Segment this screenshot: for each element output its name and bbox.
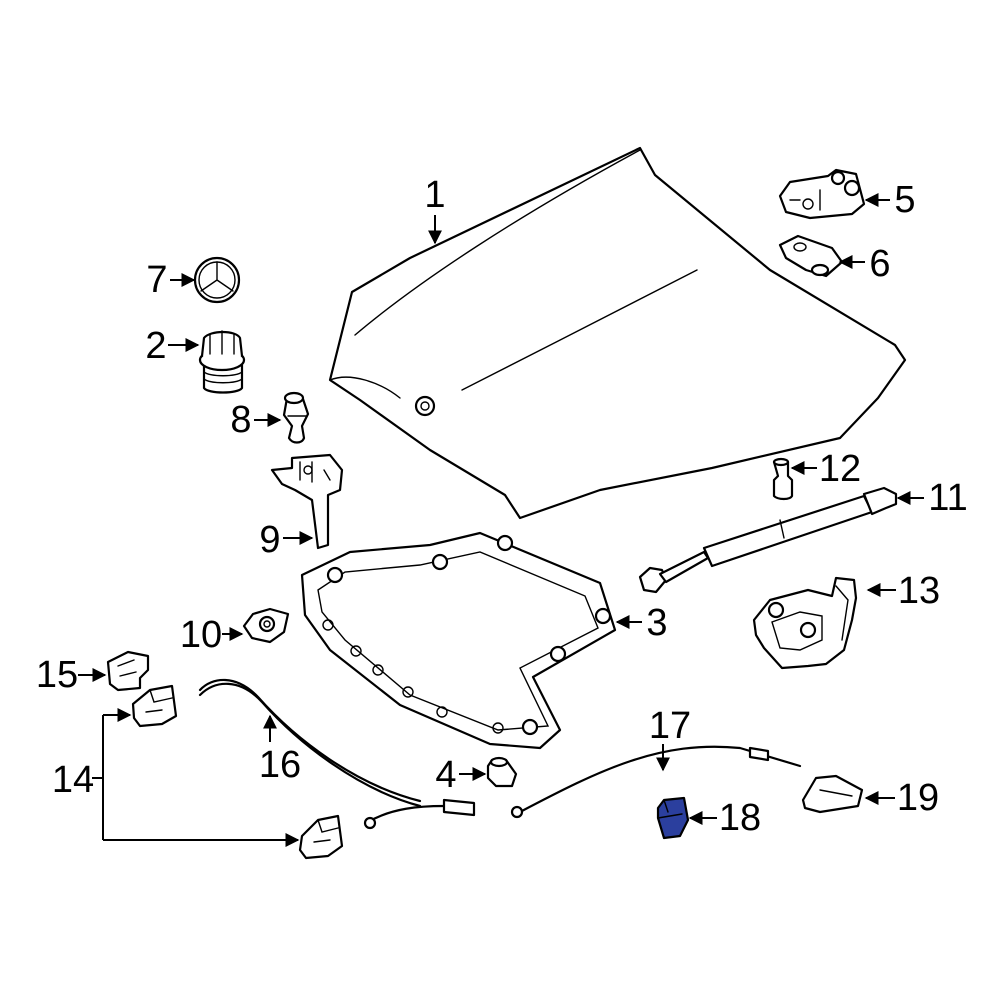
part-ball-stud[interactable]	[772, 457, 794, 501]
callout-15: 15	[36, 654, 107, 696]
part-18-highlighted[interactable]	[656, 796, 690, 840]
part-release-handle[interactable]	[106, 650, 150, 692]
callout-9: 9	[259, 519, 314, 561]
callout-16-label: 16	[259, 744, 301, 786]
callout-17: 17	[649, 705, 691, 772]
callout-17-label: 17	[649, 705, 691, 747]
part-hinge[interactable]	[270, 453, 344, 550]
callout-5-label: 5	[894, 179, 915, 221]
part-emblem[interactable]	[193, 256, 241, 304]
part-bump-stop[interactable]	[282, 391, 310, 444]
callout-12-label: 12	[819, 448, 861, 490]
callout-5: 5	[864, 179, 916, 221]
callout-12: 12	[790, 448, 861, 490]
callout-13: 13	[866, 570, 940, 612]
callout-11-label: 11	[928, 477, 967, 519]
part-striker-plate[interactable]	[778, 234, 844, 278]
callout-6-label: 6	[869, 243, 890, 285]
callout-7-label: 7	[146, 259, 167, 301]
callout-2-label: 2	[145, 325, 166, 367]
part-gas-strut[interactable]	[638, 486, 898, 594]
callout-10: 10	[180, 614, 244, 656]
callout-1: 1	[424, 174, 446, 245]
callout-2: 2	[145, 325, 200, 367]
callout-11: 11	[896, 477, 968, 519]
callout-19: 19	[864, 777, 939, 819]
part-release-cable-front[interactable]	[510, 745, 802, 819]
part-hood[interactable]	[328, 146, 907, 520]
part-release-handle-upper[interactable]	[131, 684, 178, 728]
callout-4: 4	[435, 754, 487, 796]
part-insulation-pad[interactable]	[300, 531, 617, 750]
callout-16: 16	[259, 714, 301, 786]
part-clip[interactable]	[486, 756, 518, 788]
callout-14-label: 14	[52, 759, 94, 801]
callout-1-label: 1	[424, 174, 445, 216]
part-lock-bracket[interactable]	[242, 607, 290, 644]
callout-8-label: 8	[230, 399, 251, 441]
part-latch[interactable]	[778, 168, 866, 220]
callout-14: 14	[52, 708, 300, 847]
callout-3-label: 3	[646, 602, 667, 644]
part-emblem-holder[interactable]	[198, 330, 246, 394]
callout-3: 3	[615, 602, 668, 644]
callout-10-label: 10	[180, 614, 222, 656]
callout-9-label: 9	[259, 519, 280, 561]
callout-15-label: 15	[36, 654, 78, 696]
part-latch-lever[interactable]	[801, 774, 864, 814]
callout-19-label: 19	[897, 777, 939, 819]
part-lock-assembly[interactable]	[752, 576, 858, 670]
callout-6: 6	[838, 243, 891, 285]
callout-4-label: 4	[435, 754, 456, 796]
callout-18: 18	[688, 797, 761, 839]
callout-8: 8	[230, 399, 282, 441]
callout-7: 7	[146, 259, 196, 301]
part-release-handle-lower[interactable]	[298, 814, 344, 860]
callout-18-label: 18	[719, 797, 761, 839]
callout-13-label: 13	[898, 570, 940, 612]
